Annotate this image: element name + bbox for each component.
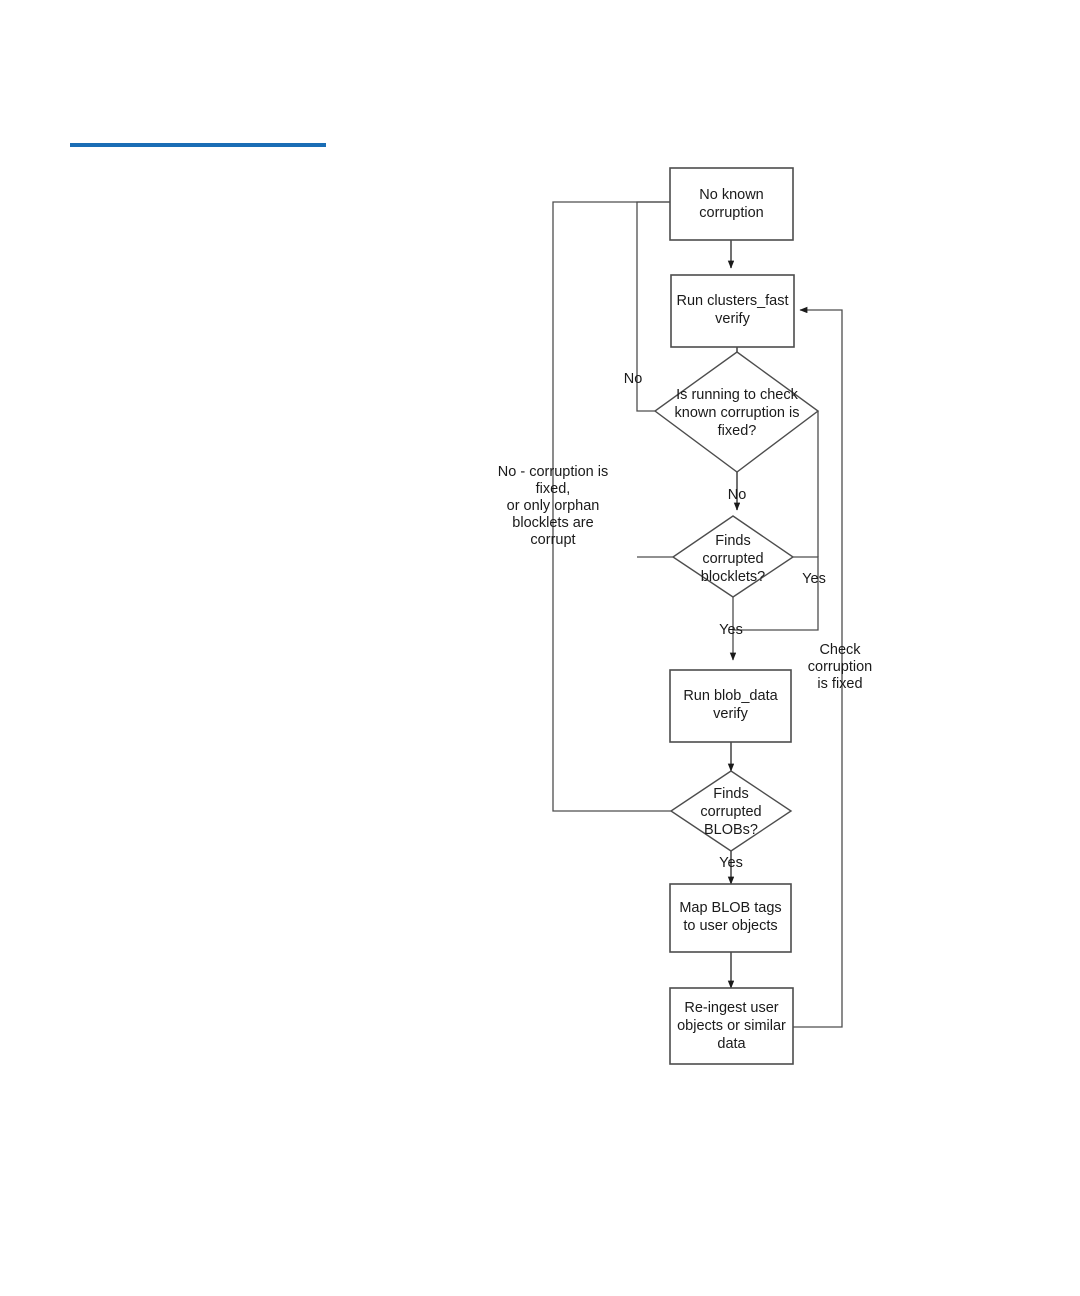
node-text-line: Finds	[715, 533, 750, 549]
edge-label-line: is fixed	[817, 676, 862, 692]
node-text-line: corrupted	[700, 804, 761, 820]
edge-label-yes-right: Yes	[802, 571, 826, 587]
node-map-blob-tags-to-user-objects[interactable]: Map BLOB tags to user objects	[669, 883, 792, 953]
node-text-line: to user objects	[683, 918, 777, 934]
node-text-line: Map BLOB tags	[679, 900, 781, 916]
node-text-line: data	[717, 1036, 746, 1052]
node-text-line: Finds	[713, 786, 748, 802]
node-no-known-corruption[interactable]: No known corruption	[669, 167, 794, 241]
edge-label-no-down: No	[728, 487, 747, 503]
node-text-line: verify	[713, 706, 748, 722]
edge-label-no-left: No	[624, 371, 643, 387]
node-text-line: Run clusters_fast	[676, 293, 788, 309]
node-text-line: Run blob_data	[683, 688, 778, 704]
decision-finds-corrupted-blobs[interactable]: Finds corrupted BLOBs?	[669, 770, 793, 852]
node-text-line: verify	[715, 311, 750, 327]
node-text-line: corrupted	[702, 551, 763, 567]
node-text-line: known corruption is	[675, 405, 800, 421]
edge-label-line: No - corruption is	[498, 464, 608, 480]
edge-label-line: corruption	[808, 659, 872, 675]
node-re-ingest-user-objects[interactable]: Re-ingest user objects or similar data	[669, 987, 794, 1065]
edge-n5-check-to-n2	[793, 306, 843, 1028]
node-text-line: Re-ingest user	[684, 1000, 778, 1016]
node-run-clusters-fast-verify[interactable]: Run clusters_fast verify	[670, 274, 795, 348]
node-text-line: BLOBs?	[704, 822, 758, 838]
node-text-line: blocklets?	[701, 569, 765, 585]
edge-label-yes-blobs: Yes	[719, 855, 743, 871]
node-text-line: Is running to check	[676, 387, 798, 403]
edge-label-no-corruption-is-fixed: No - corruption is fixed, or only orphan…	[498, 464, 608, 548]
edge-label-line: or only orphan	[507, 498, 600, 514]
blue-horizontal-rule	[70, 143, 326, 147]
edge-d3-no-to-n1	[552, 198, 725, 812]
edge-label-line: corrupt	[530, 532, 575, 548]
node-run-blob-data-verify[interactable]: Run blob_data verify	[669, 669, 792, 743]
edge-label-line: fixed,	[536, 481, 571, 497]
edge-label-line: Check	[819, 642, 861, 658]
node-text-line: No known	[699, 187, 763, 203]
edge-label-yes-down: Yes	[719, 622, 743, 638]
edge-d2-yes-to-n3	[729, 556, 819, 661]
edge-label-check-corruption-is-fixed: Check corruption is fixed	[808, 642, 872, 692]
decision-finds-corrupted-blocklets[interactable]: Finds corrupted blocklets?	[671, 515, 795, 598]
node-text-line: corruption	[699, 205, 763, 221]
decision-is-running-to-check-known-corruption-fixed[interactable]: Is running to check known corruption is …	[653, 351, 820, 473]
edge-label-line: blocklets are	[512, 515, 593, 531]
node-text-line: objects or similar	[677, 1018, 786, 1034]
node-text-line: fixed?	[718, 423, 757, 439]
